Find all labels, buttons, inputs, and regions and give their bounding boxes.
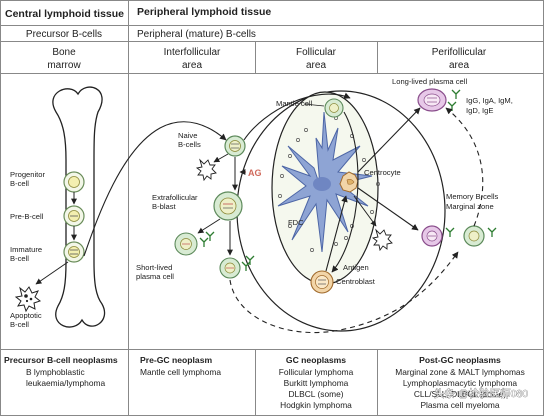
antigen-apoptotic-cell: [371, 228, 393, 252]
mantle-cell-pointer: [303, 103, 325, 107]
dashed-memory-to-plasma-path: [445, 107, 484, 227]
arrow-centrocyte-to-long-lived: [357, 107, 421, 173]
arrow-centrocyte-to-memory: [357, 187, 419, 231]
gc-neoplasm-item-4: Hodgkin lymphoma: [280, 400, 352, 410]
plasma-cell-a: [174, 232, 198, 256]
watermark: 头条 @检验医师080: [434, 387, 528, 400]
centroblast-cell: [310, 270, 334, 294]
arrow-naive-to-apoptotic: [213, 153, 229, 163]
pre-b-cell: [63, 205, 85, 227]
post-gc-neoplasm-item-4: Plasma cell myeloma: [420, 400, 499, 410]
pre-gc-neoplasm-item-1: Mantle cell lymphoma: [140, 367, 221, 377]
arrow-immature-to-apoptotic: [35, 261, 69, 285]
apoptotic-cell: [14, 286, 42, 313]
apoptotic-label: Apoptotic: [10, 311, 42, 320]
arrow-centrocyte-to-antigen: [353, 195, 377, 227]
arrow-immature-to-periphery: [83, 121, 227, 257]
memory-b-cell: [421, 225, 443, 247]
central-subtitle: Precursor B-cells: [26, 29, 102, 40]
centrocyte-cell: [339, 171, 359, 193]
bone-marrow-header: Bone: [52, 47, 76, 58]
fdc-cell: [277, 111, 373, 253]
precursor-neoplasm-title: Precursor B-cell neoplasms: [4, 355, 118, 365]
immunoglobulin-label-2: IgD, IgE: [466, 106, 493, 115]
pre-gc-neoplasm-title: Pre-GC neoplasm: [140, 355, 212, 365]
immunoglobulin-label: IgG, IgA, IgM,: [466, 96, 513, 105]
mantle-cell-label: Mantle cell: [276, 99, 313, 108]
marginal-zone-cell: [463, 225, 485, 247]
fdc-label: FDC: [288, 218, 304, 227]
long-lived-plasma-cell: [417, 88, 447, 112]
naive-label-2: B-cells: [178, 140, 201, 149]
naive-b-cell: [224, 135, 246, 157]
perifollicular-header: Perifollicular: [432, 47, 487, 58]
precursor-neoplasm-item-1: B lymphoblastic: [26, 367, 85, 377]
central-tissue-title: Central lymphoid tissue: [5, 8, 124, 20]
peripheral-tissue-title: Peripheral lymphoid tissue: [137, 6, 271, 18]
interfollicular-header-2: area: [182, 60, 202, 71]
extrafollicular-blast-cell: [213, 191, 243, 221]
short-lived-label: Short-lived: [136, 263, 172, 272]
follicular-header: Follicular: [296, 47, 337, 58]
arrow-mantle-to-centroblast: [331, 111, 359, 273]
gc-neoplasm-item-3: DLBCL (some): [288, 389, 343, 399]
perifollicular-header-2: area: [449, 60, 469, 71]
arrow-extrafollicular-to-plasma-a: [197, 218, 221, 234]
gc-neoplasm-title: GC neoplasms: [286, 355, 346, 365]
arrow-naive-to-follicle: [243, 92, 351, 141]
extrafollicular-label-2: B-blast: [152, 202, 177, 211]
mantle-cell: [324, 98, 344, 118]
naive-apoptotic-cell: [195, 158, 217, 182]
post-gc-neoplasm-item-2: Lymphoplasmacytic lymphoma: [403, 378, 518, 388]
progenitor-cell: [63, 171, 85, 193]
extrafollicular-label: Extrafollicular: [152, 193, 198, 202]
short-lived-label-2: plasma cell: [136, 272, 174, 281]
interfollicular-header: Interfollicular: [164, 47, 221, 58]
progenitor-label-2: B-cell: [10, 179, 29, 188]
bone-marrow-header-2: marrow: [47, 60, 81, 71]
precursor-neoplasm-item-2: leukaemia/lymphoma: [26, 378, 105, 388]
antigen-label: Antigen: [343, 263, 369, 272]
plasma-cell-b: [219, 257, 241, 279]
immature-label: Immature: [10, 245, 42, 254]
ag-label: AG: [248, 168, 262, 178]
progenitor-label: Progenitor: [10, 170, 46, 179]
immature-b-cell: [63, 241, 85, 263]
dashed-return-path: [229, 251, 459, 334]
memory-label: Memory B-cells: [446, 192, 499, 201]
long-lived-label: Long-lived plasma cell: [392, 77, 467, 86]
centroblast-label: Centroblast: [336, 277, 376, 286]
post-gc-neoplasm-title: Post-GC neoplasms: [419, 355, 501, 365]
post-gc-neoplasm-item-3: CLL/SLL, DLBCL (some): [414, 389, 507, 399]
pre-b-label: Pre-B-cell: [10, 212, 44, 221]
centrocyte-label: Centrocyte: [364, 168, 401, 177]
immature-label-2: B-cell: [10, 254, 29, 263]
antigen-dots: [278, 116, 380, 252]
peripheral-subtitle: Peripheral (mature) B-cells: [137, 29, 256, 40]
apoptotic-label-2: B-cell: [10, 320, 29, 329]
arrow-centroblast-to-centrocyte: [325, 195, 348, 272]
follicular-header-2: area: [306, 60, 326, 71]
gc-neoplasm-item-1: Follicular lymphoma: [279, 367, 354, 377]
post-gc-neoplasm-item-1: Marginal zone & MALT lymphomas: [395, 367, 525, 377]
memory-label-2: Marginal zone: [446, 202, 494, 211]
gc-neoplasm-item-2: Burkitt lymphoma: [284, 378, 349, 388]
naive-label: Naive: [178, 131, 197, 140]
